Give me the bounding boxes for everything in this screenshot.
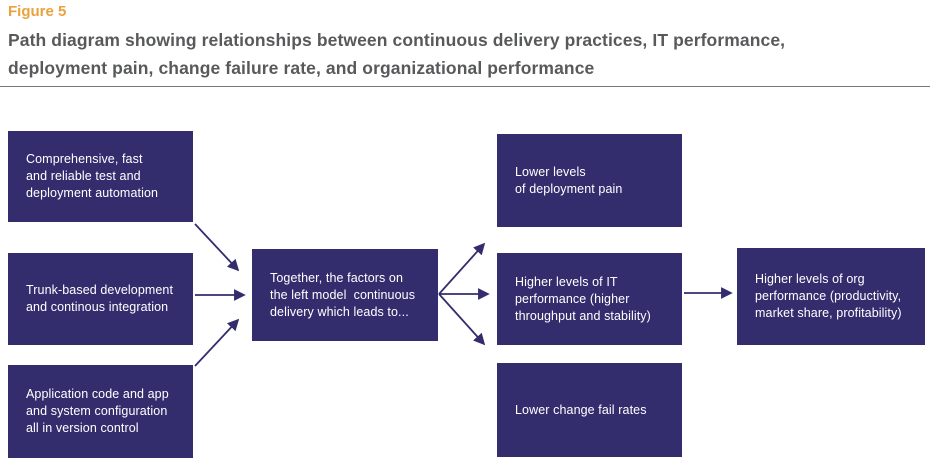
box-deployment-pain: Lower levels of deployment pain — [497, 134, 682, 227]
figure-label: Figure 5 — [8, 3, 67, 20]
box-together-label: Together, the factors on the left model … — [270, 270, 416, 319]
arrow-test-automation-to-together — [194, 223, 240, 272]
box-test-automation-label: Comprehensive, fast and reliable test an… — [26, 152, 159, 200]
box-together: Together, the factors on the left model … — [252, 249, 438, 341]
box-org-performance-label: Higher levels of org performance (produc… — [755, 272, 902, 320]
box-change-fail: Lower change fail rates — [497, 363, 682, 457]
box-version-control: Application code and app and system conf… — [8, 365, 193, 458]
box-it-performance-label: Higher levels of IT performance (higher … — [515, 274, 651, 323]
box-test-automation: Comprehensive, fast and reliable test an… — [8, 131, 193, 222]
box-change-fail-label: Lower change fail rates — [515, 402, 647, 417]
arrow-version-control-to-together — [194, 318, 240, 367]
figure-title: Path diagram showing relationships betwe… — [8, 30, 786, 78]
box-trunk-development: Trunk-based development and continous in… — [8, 253, 193, 345]
box-version-control-label: Application code and app and system conf… — [26, 387, 169, 435]
box-org-performance: Higher levels of org performance (produc… — [737, 248, 925, 345]
title-divider — [0, 86, 930, 87]
arrow-together-to-deployment-pain — [438, 242, 486, 295]
box-it-performance: Higher levels of IT performance (higher … — [497, 253, 682, 345]
box-deployment-pain-label: Lower levels of deployment pain — [515, 164, 623, 196]
box-trunk-development-label: Trunk-based development and continous in… — [26, 283, 174, 314]
arrow-together-to-change-fail — [438, 293, 486, 346]
